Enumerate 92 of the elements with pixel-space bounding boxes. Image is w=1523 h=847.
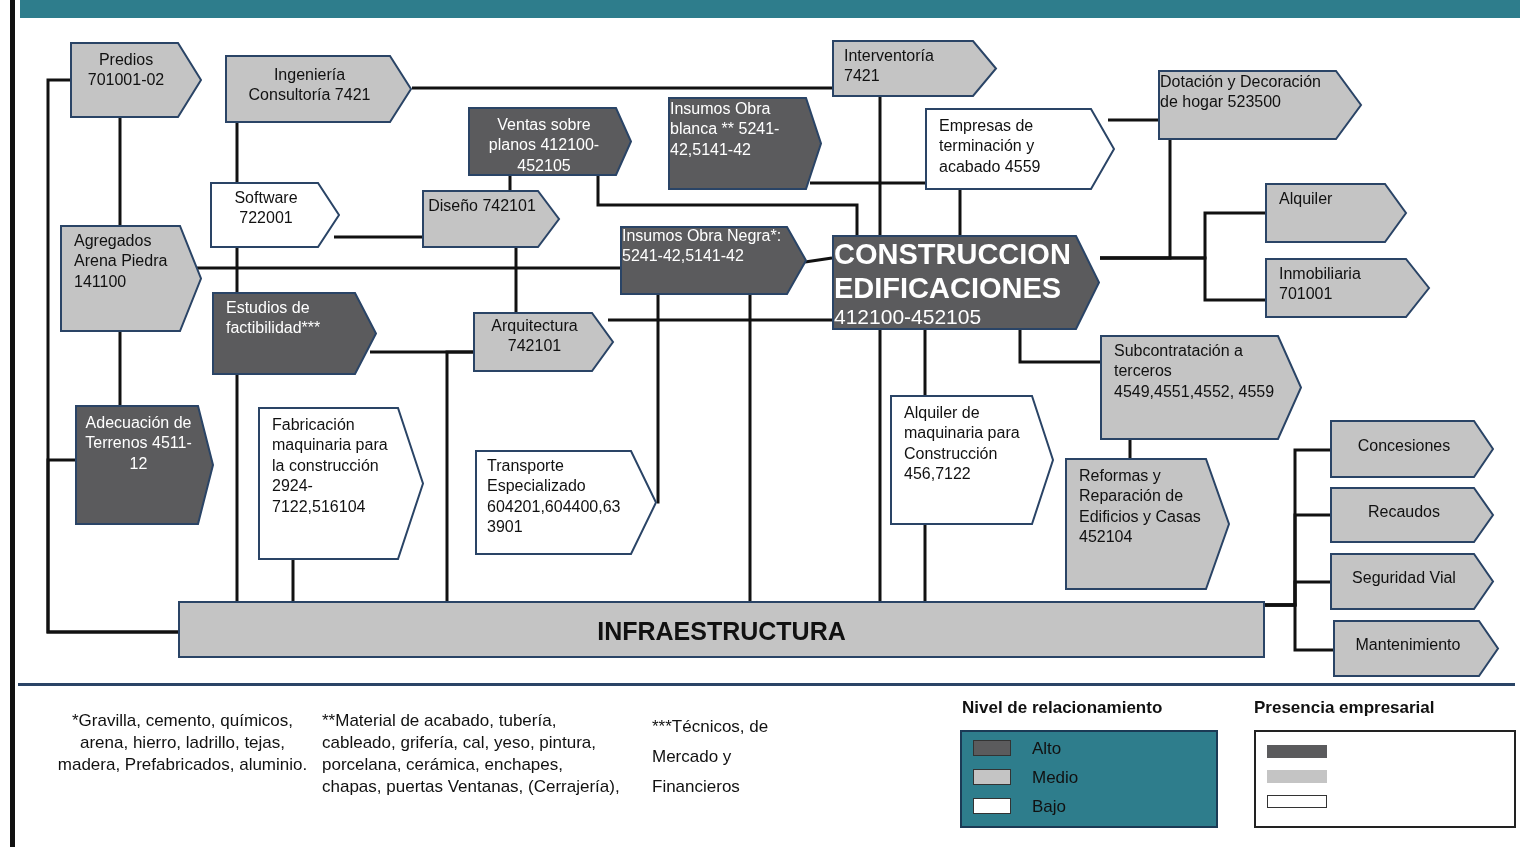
footnote: **Material de acabado, tubería, cableado, grifería, cal, yeso, pintura, porcelana, cerámica, enchapes, chapas, puertas Ventanas, (Cerrajería), xyxy=(322,710,621,799)
connector-line xyxy=(878,330,882,601)
connector-line xyxy=(235,248,239,292)
node-label: Ingeniería Consultoría 7421 xyxy=(247,65,372,106)
node-label: Predios 701001-02 xyxy=(86,50,166,91)
legend-title: Nivel de relacionamiento xyxy=(962,697,1164,719)
connector-line xyxy=(608,318,832,322)
footnote: *Gravilla, cemento, químicos, arena, hierro, ladrillo, tejas, madera, Prefabricados, aluminio. xyxy=(56,710,309,777)
connector-line xyxy=(748,295,752,601)
legend-label: Medio xyxy=(1032,768,1079,788)
chevron-box xyxy=(1330,487,1494,543)
chevron-box xyxy=(1158,70,1362,140)
node-label: Alquiler xyxy=(1279,189,1334,209)
chevron-box xyxy=(1100,335,1302,440)
node-label: Subcontratación a terceros 4549,4551,4552, 4559 xyxy=(1114,341,1276,402)
node-label: Adecuación de Terrenos 4511-12 xyxy=(84,413,193,474)
node-label: Agregados Arena Piedra 141100 xyxy=(74,231,169,292)
node-label: Interventoría 7421 xyxy=(844,46,935,87)
legend-title: Presencia empresarial xyxy=(1254,697,1436,719)
node-label: Estudios de factibilidad*** xyxy=(226,298,322,339)
connector-line xyxy=(291,560,295,601)
chevron-box xyxy=(890,395,1054,525)
chevron-box xyxy=(1265,183,1407,243)
node-label: Mantenimiento xyxy=(1354,635,1462,655)
chevron-box xyxy=(473,312,614,372)
node-label: Inmobiliaria 701001 xyxy=(1279,264,1362,305)
legend-label: Bajo xyxy=(1032,797,1067,817)
chevron-box xyxy=(1333,620,1499,677)
node-label: Concesiones xyxy=(1356,436,1452,456)
chevron-box xyxy=(1330,553,1494,610)
chevron-box xyxy=(668,97,822,190)
node-label: Recaudos xyxy=(1366,502,1441,522)
chevron-box xyxy=(70,42,202,118)
node-label: Fabricación maquinaria para la construcción 2924-7122,516104 xyxy=(272,415,389,517)
chevron-box xyxy=(1065,458,1230,590)
connector-line xyxy=(118,118,122,225)
chevron-box xyxy=(832,40,997,97)
connector-line xyxy=(412,86,832,90)
connector-line xyxy=(197,266,620,270)
node-label: Seguridad Vial xyxy=(1351,568,1457,588)
node-label: Arquitectura 742101 xyxy=(490,316,579,357)
chevron-box xyxy=(475,450,657,555)
chevron-box xyxy=(258,407,424,560)
node-label: Transporte Especializado 604201,604400,633901 xyxy=(487,456,622,538)
footnote: ***Técnicos, de Mercado y Financieros xyxy=(652,716,770,798)
chevron-box xyxy=(210,182,340,248)
chevron-box xyxy=(468,107,632,176)
legend-label: Alto xyxy=(1032,739,1062,759)
connector-line xyxy=(804,256,833,264)
chevron-box xyxy=(225,55,412,123)
node-label: Software 722001 xyxy=(233,188,299,229)
chevron-box xyxy=(60,225,202,332)
connector-line xyxy=(334,235,422,239)
connector-line xyxy=(923,525,927,601)
node-label: Empresas de terminación y acabado 4559 xyxy=(939,116,1042,177)
connector-line xyxy=(508,176,512,190)
node-label: Reformas y Reparación de Edificios y Casas 452104 xyxy=(1079,466,1202,548)
connector-line xyxy=(655,295,660,504)
node-label: Insumos Obra Negra*: 5241-42,5141-42 xyxy=(622,226,783,267)
node-label: Insumos Obra blanca ** 5241-42,5141-42 xyxy=(670,99,781,160)
node-label: Ventas sobre planos 412100-452105 xyxy=(487,115,601,176)
bar-box xyxy=(178,601,1265,658)
node-label: INFRAESTRUCTURA xyxy=(596,616,847,647)
connector-line xyxy=(235,375,239,601)
node-label: Diseño 742101 xyxy=(428,196,536,216)
connector-line xyxy=(878,97,882,235)
chevron-box xyxy=(620,226,807,295)
connector-line xyxy=(1128,440,1132,458)
connector-line xyxy=(958,190,962,235)
connector-line xyxy=(923,330,927,395)
chevron-box xyxy=(1265,258,1430,318)
node-label: Dotación y Decoración de hogar 523500 xyxy=(1160,72,1322,113)
connector-line xyxy=(1108,118,1158,122)
connector-line xyxy=(1100,256,1265,302)
connector-line xyxy=(1265,603,1333,652)
node-code: 412100-452105 xyxy=(834,305,983,329)
chevron-box xyxy=(75,405,214,525)
connector-line xyxy=(514,248,518,312)
chevron-box xyxy=(832,235,1100,330)
connector-line xyxy=(46,458,178,634)
chevron-box xyxy=(212,292,377,375)
node-label: CONSTRUCCION EDIFICACIONES xyxy=(834,237,1072,306)
chevron-box xyxy=(1330,420,1494,478)
chevron-box xyxy=(422,190,560,248)
connector-line xyxy=(235,123,239,182)
node-label: Alquiler de maquinaria para Construcción 456,7122 xyxy=(904,403,1021,485)
connector-line xyxy=(810,181,925,185)
connector-line xyxy=(118,332,122,405)
connector-line xyxy=(596,176,859,235)
chevron-box xyxy=(925,108,1115,190)
connector-line xyxy=(445,350,473,601)
connector-line xyxy=(1018,330,1100,364)
